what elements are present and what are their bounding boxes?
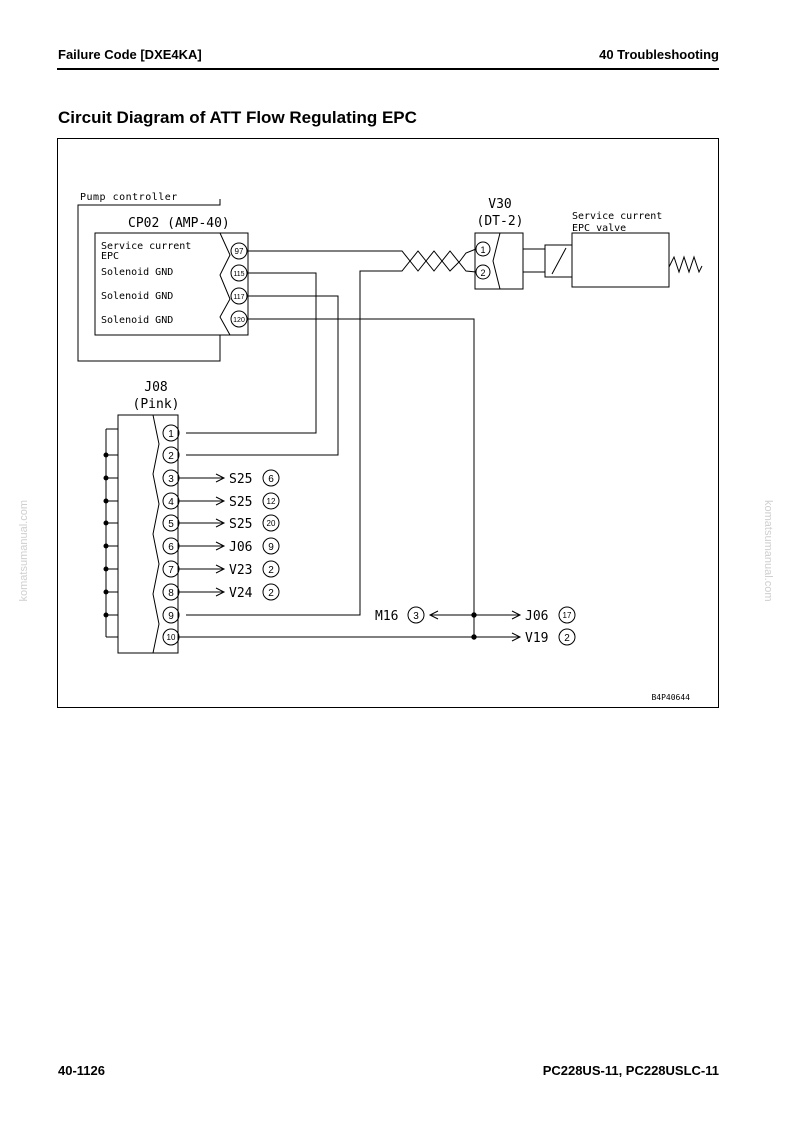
dest-j06-17-num: 17 bbox=[563, 611, 572, 620]
j08-pin-2 bbox=[162, 446, 180, 464]
j08-connector-label: J08 bbox=[144, 380, 167, 395]
v30-pin-1-label: 1 bbox=[480, 245, 485, 255]
wire-120 bbox=[247, 318, 475, 637]
header-failure-code: Failure Code [DXE4KA] bbox=[58, 47, 202, 62]
j08-pin-9-label: 9 bbox=[168, 611, 174, 622]
cp02-pin-117-label: 117 bbox=[233, 294, 244, 301]
wire-97 bbox=[247, 250, 461, 272]
valve-body bbox=[571, 232, 670, 288]
signal-solenoid-gnd-1: Solenoid GND bbox=[101, 267, 173, 278]
j08-pin-3-label: 3 bbox=[168, 474, 174, 485]
valve-label-line-1: Service current bbox=[572, 211, 662, 222]
cp02-connector-mating bbox=[219, 232, 231, 336]
v30-connector-label: V30 bbox=[488, 197, 511, 212]
wire-117 bbox=[186, 295, 339, 456]
dest-s25-20-name: S25 bbox=[229, 517, 252, 532]
header-chapter: 40 Troubleshooting bbox=[599, 47, 719, 62]
j08-bus-junction-dots bbox=[103, 452, 109, 618]
cp02-pin-120-label: 120 bbox=[233, 317, 245, 324]
dest-m16-name: M16 bbox=[375, 609, 398, 624]
cp02-connector-body bbox=[94, 232, 249, 336]
dest-s25-6-name: S25 bbox=[229, 472, 252, 487]
j08-destination-arrows bbox=[179, 473, 226, 597]
dest-v23-2-circle bbox=[262, 560, 280, 578]
j08-pin-4-label: 4 bbox=[168, 497, 174, 508]
dest-v24-2-num: 2 bbox=[268, 588, 274, 599]
valve-spring-symbol bbox=[668, 255, 703, 274]
dest-j06-9-name: J06 bbox=[229, 540, 252, 555]
circuit-svg: Pump controller CP02 (AMP-40) Service cu… bbox=[77, 192, 703, 702]
v30-connector-body bbox=[474, 232, 524, 290]
dest-v23-2-num: 2 bbox=[268, 565, 274, 576]
j08-connector-mating bbox=[152, 414, 160, 654]
signal-solenoid-gnd-3: Solenoid GND bbox=[101, 315, 173, 326]
signal-solenoid-gnd-2: Solenoid GND bbox=[101, 291, 173, 302]
valve-label-line-2: EPC valve bbox=[572, 223, 626, 234]
j08-pin-7-label: 7 bbox=[168, 565, 174, 576]
dest-s25-6-circle bbox=[262, 469, 280, 487]
j08-pin-1 bbox=[162, 424, 180, 442]
watermark-left: komatsumanual.com bbox=[18, 500, 30, 602]
j08-pin-6-label: 6 bbox=[168, 542, 174, 553]
dest-j06-9-circle bbox=[262, 537, 280, 555]
arrow-to-m16 bbox=[428, 610, 474, 620]
v30-pin-2-label: 2 bbox=[480, 268, 485, 278]
wire-97-end bbox=[459, 248, 477, 262]
arrow-to-v19 bbox=[474, 632, 522, 642]
dest-s25-6-num: 6 bbox=[268, 474, 274, 485]
dest-j06-17-circle bbox=[558, 606, 576, 624]
section-title: Circuit Diagram of ATT Flow Regulating E… bbox=[58, 108, 417, 127]
j08-connector-body bbox=[117, 414, 179, 654]
dest-s25-12-name: S25 bbox=[229, 495, 252, 510]
arrow-to-j06 bbox=[474, 610, 522, 620]
j08-pin-9 bbox=[162, 606, 180, 624]
j08-bus-stubs bbox=[106, 428, 118, 638]
watermark-right: komatsumanual.com bbox=[762, 500, 774, 602]
j08-pin-5-label: 5 bbox=[168, 519, 174, 530]
pump-controller-frame bbox=[77, 199, 221, 362]
dest-j06-17-name: J06 bbox=[525, 609, 548, 624]
wire-v30-2 bbox=[186, 250, 477, 616]
valve-leads bbox=[523, 248, 545, 273]
footer-page-number: 40-1126 bbox=[58, 1063, 105, 1078]
j08-color-label: (Pink) bbox=[133, 397, 180, 412]
cp02-pin-97-label: 97 bbox=[235, 247, 244, 256]
cp02-connector-label: CP02 (AMP-40) bbox=[128, 216, 230, 231]
cp02-pin-115-label: 115 bbox=[233, 271, 244, 278]
dest-v23-2-name: V23 bbox=[229, 563, 252, 578]
dest-v24-2-name: V24 bbox=[229, 586, 253, 601]
dest-s25-12-num: 12 bbox=[267, 497, 276, 506]
dest-j06-9-num: 9 bbox=[268, 542, 274, 553]
dest-s25-12-circle bbox=[262, 492, 280, 510]
j08-pin-2-label: 2 bbox=[168, 451, 174, 462]
circuit-diagram: Pump controller CP02 (AMP-40) Service cu… bbox=[57, 138, 719, 708]
pump-controller-label: Pump controller bbox=[80, 192, 178, 203]
dest-s25-20-num: 20 bbox=[267, 519, 276, 528]
dest-v19-name: V19 bbox=[525, 631, 548, 646]
footer-model: PC228US-11, PC228USLC-11 bbox=[542, 1063, 719, 1078]
v30-connector-mating bbox=[492, 232, 501, 290]
dest-s25-20-circle bbox=[262, 514, 280, 532]
dest-m16-num: 3 bbox=[413, 611, 419, 622]
wire-115 bbox=[186, 272, 317, 434]
dest-m16-circle bbox=[407, 606, 425, 624]
dest-v19-num: 2 bbox=[564, 633, 570, 644]
valve-plug-slash bbox=[551, 247, 567, 275]
v30-type-label: (DT-2) bbox=[477, 214, 524, 229]
j08-pin-8-label: 8 bbox=[168, 588, 174, 599]
figure-code: B4P40644 bbox=[651, 693, 690, 702]
j08-pin-1-label: 1 bbox=[168, 429, 174, 440]
j08-pin-10-label: 10 bbox=[167, 633, 176, 642]
dest-v19-circle bbox=[558, 628, 576, 646]
dest-v24-2-circle bbox=[262, 583, 280, 601]
header-rule bbox=[57, 68, 719, 70]
